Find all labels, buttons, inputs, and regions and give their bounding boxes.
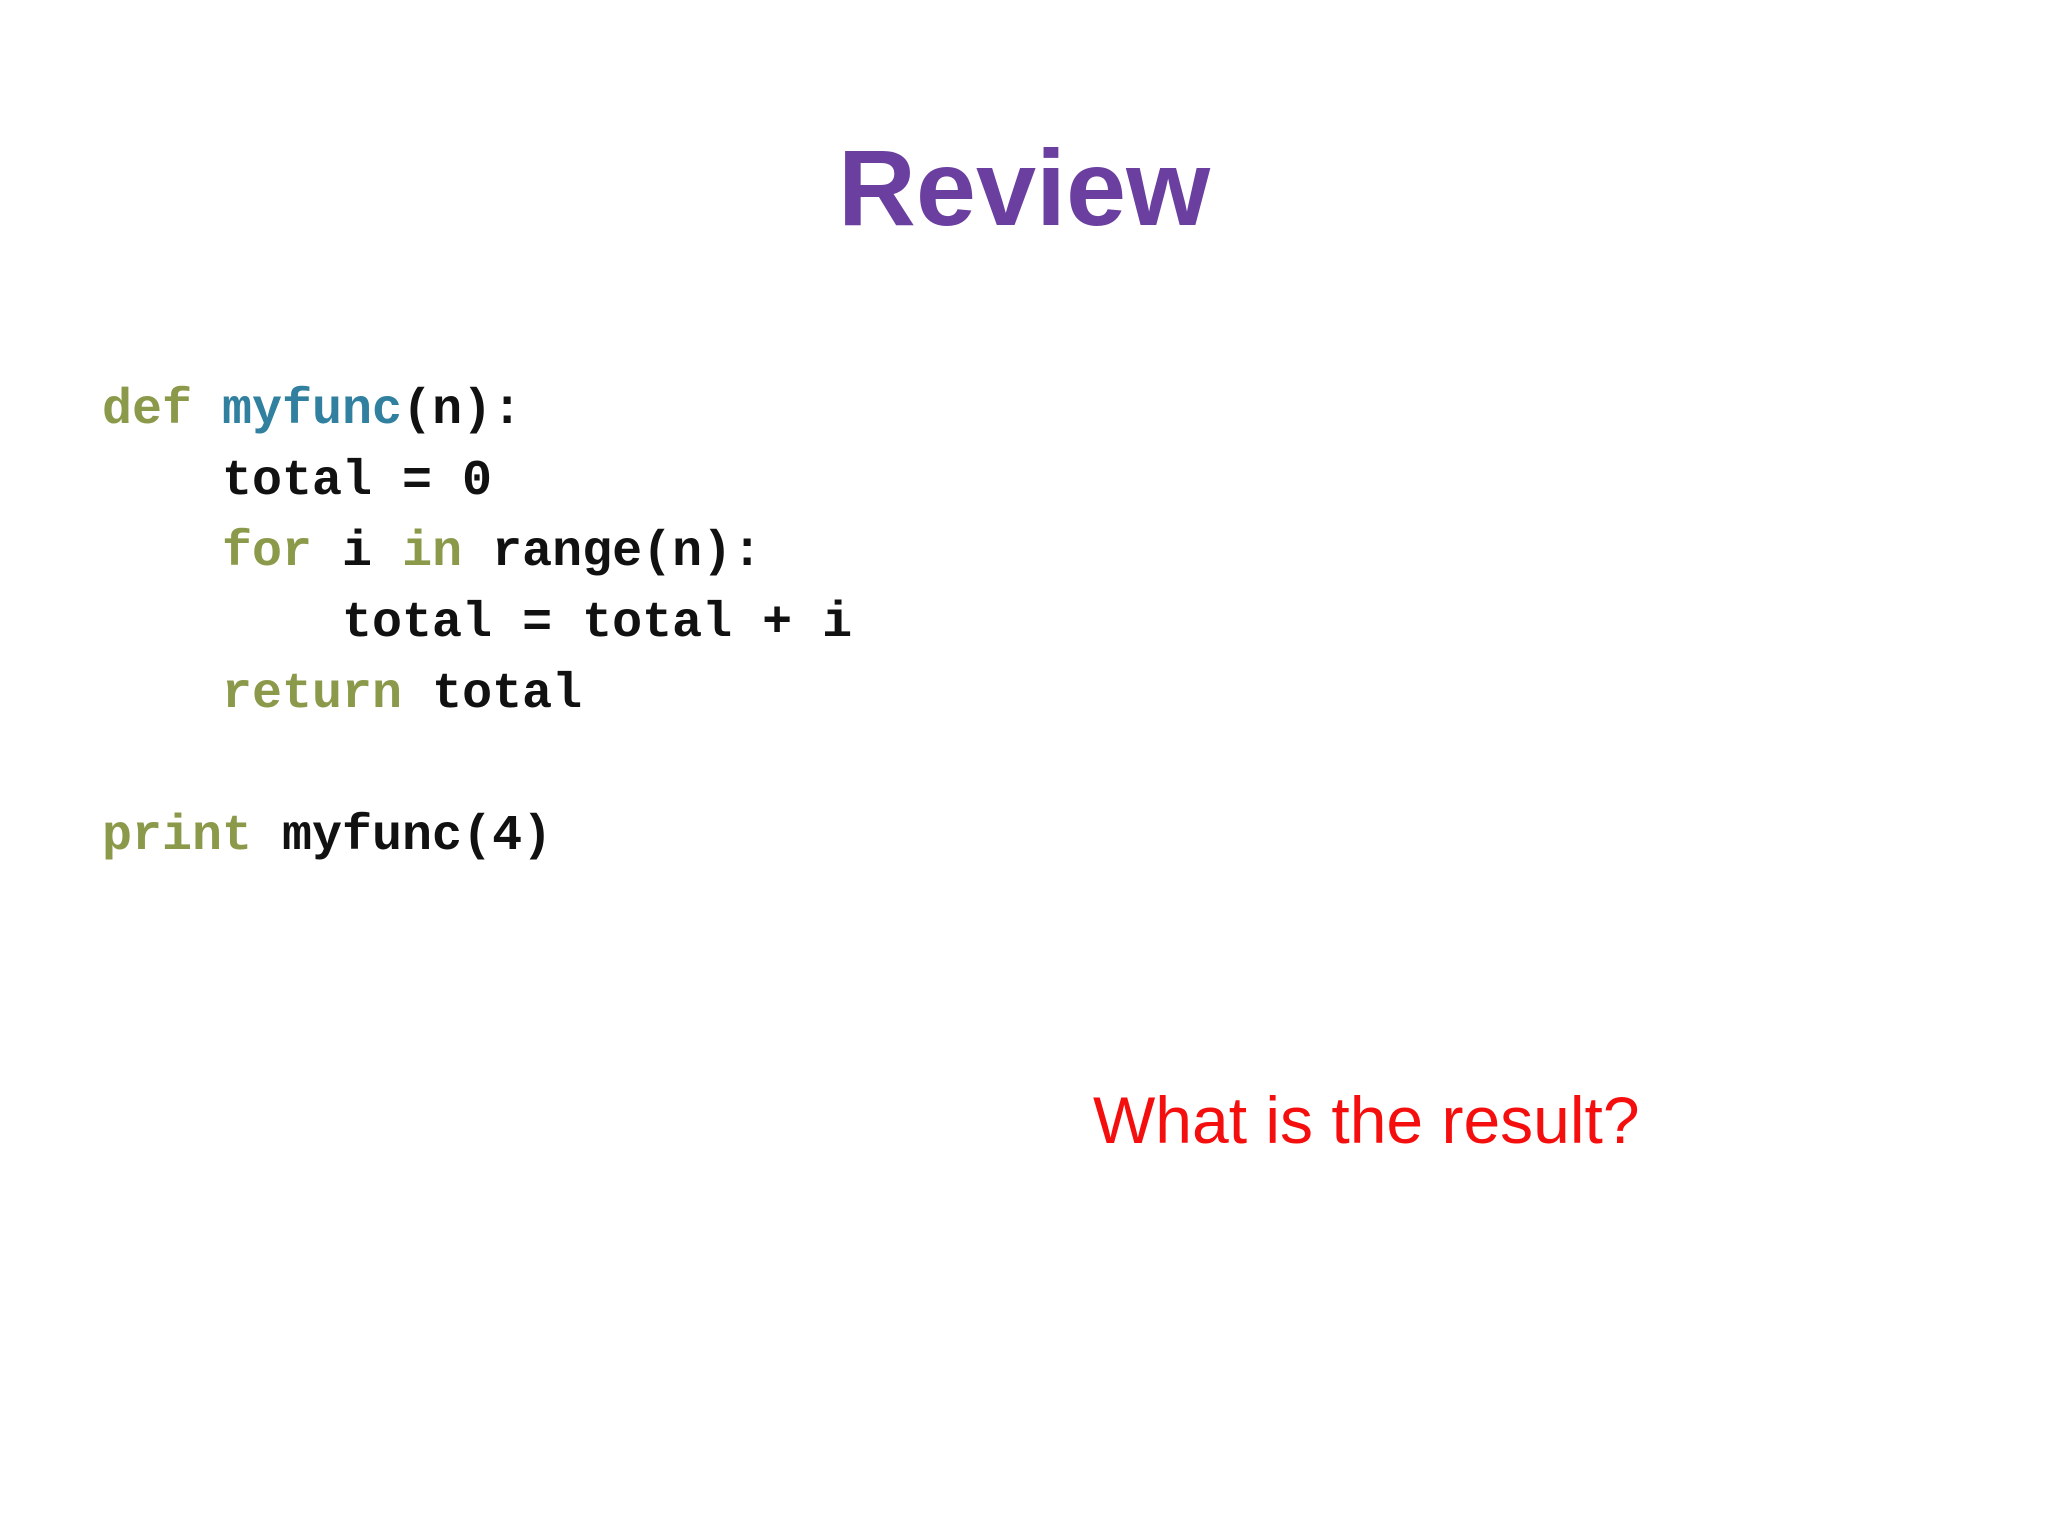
- code-segment-plain: [102, 524, 222, 581]
- code-segment-keyword: print: [102, 808, 253, 865]
- code-segment-function: myfunc: [222, 382, 403, 439]
- code-segment-plain: total: [402, 666, 583, 723]
- code-segment-plain: (n):: [402, 382, 523, 439]
- code-line: total = total + i: [102, 588, 852, 659]
- code-segment-plain: i: [312, 524, 403, 581]
- code-segment-plain: range(n):: [462, 524, 763, 581]
- code-segment-plain: total = total + i: [102, 595, 853, 652]
- code-line: def myfunc(n):: [102, 375, 852, 446]
- code-line: print myfunc(4): [102, 801, 852, 872]
- question-text: What is the result?: [1093, 1083, 1640, 1157]
- code-segment-keyword: in: [402, 524, 463, 581]
- slide-title: Review: [837, 127, 1211, 248]
- code-block: def myfunc(n): total = 0 for i in range(…: [102, 375, 852, 872]
- code-segment-keyword: def: [102, 382, 193, 439]
- code-line: return total: [102, 659, 852, 730]
- code-segment-keyword: for: [222, 524, 313, 581]
- code-segment-plain: [102, 666, 222, 723]
- code-segment-keyword: return: [222, 666, 403, 723]
- code-segment-plain: myfunc(4): [252, 808, 553, 865]
- code-line: [102, 730, 852, 801]
- code-line: total = 0: [102, 446, 852, 517]
- code-segment-plain: [192, 382, 222, 439]
- code-segment-plain: total = 0: [102, 453, 493, 510]
- code-line: for i in range(n):: [102, 517, 852, 588]
